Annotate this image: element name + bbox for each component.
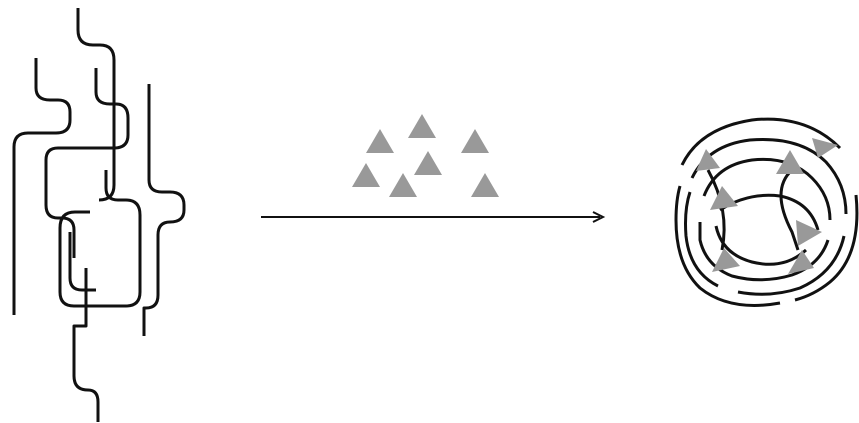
fiber-strand-3	[46, 68, 128, 258]
particle-1	[366, 129, 394, 153]
fiber-strand-4	[144, 84, 184, 336]
fiber-strand-2	[14, 58, 70, 315]
particle-4	[352, 163, 380, 187]
particle-6	[389, 173, 417, 197]
particle-7	[471, 173, 499, 197]
particle-2	[408, 114, 436, 138]
ring-mid-2	[738, 236, 844, 294]
bound-particle-7	[788, 250, 814, 274]
bundled-structure-group	[676, 119, 857, 305]
free-particles-group	[352, 114, 499, 197]
bound-particle-6	[712, 248, 740, 272]
particle-3	[461, 129, 489, 153]
particle-5	[414, 151, 442, 175]
loose-fibers-group	[14, 8, 184, 422]
transformation-arrow	[261, 212, 603, 222]
core-strand-4	[781, 170, 798, 250]
bound-particle-4	[710, 186, 738, 210]
bound-particle-5	[796, 220, 822, 246]
